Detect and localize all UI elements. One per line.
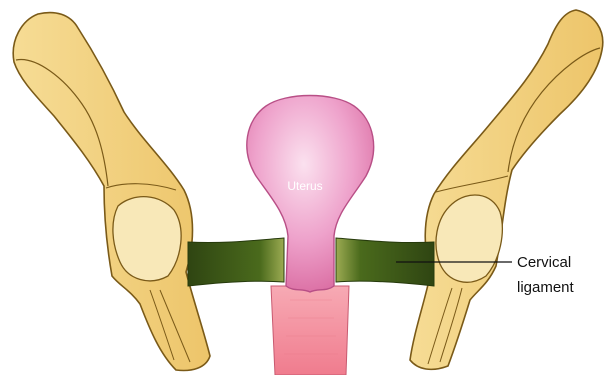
- left-pelvic-bone: [13, 13, 210, 371]
- right-pelvic-bone: [410, 10, 603, 369]
- uterus-label: Uterus: [287, 179, 322, 193]
- vagina: [271, 286, 349, 375]
- cervical-ligament-label: Cervical ligament: [517, 254, 575, 296]
- cervical-ligament-label-line1: Cervical: [517, 254, 571, 271]
- cervical-ligament-label-line2: ligament: [517, 279, 575, 296]
- left-cervical-ligament: [188, 238, 284, 286]
